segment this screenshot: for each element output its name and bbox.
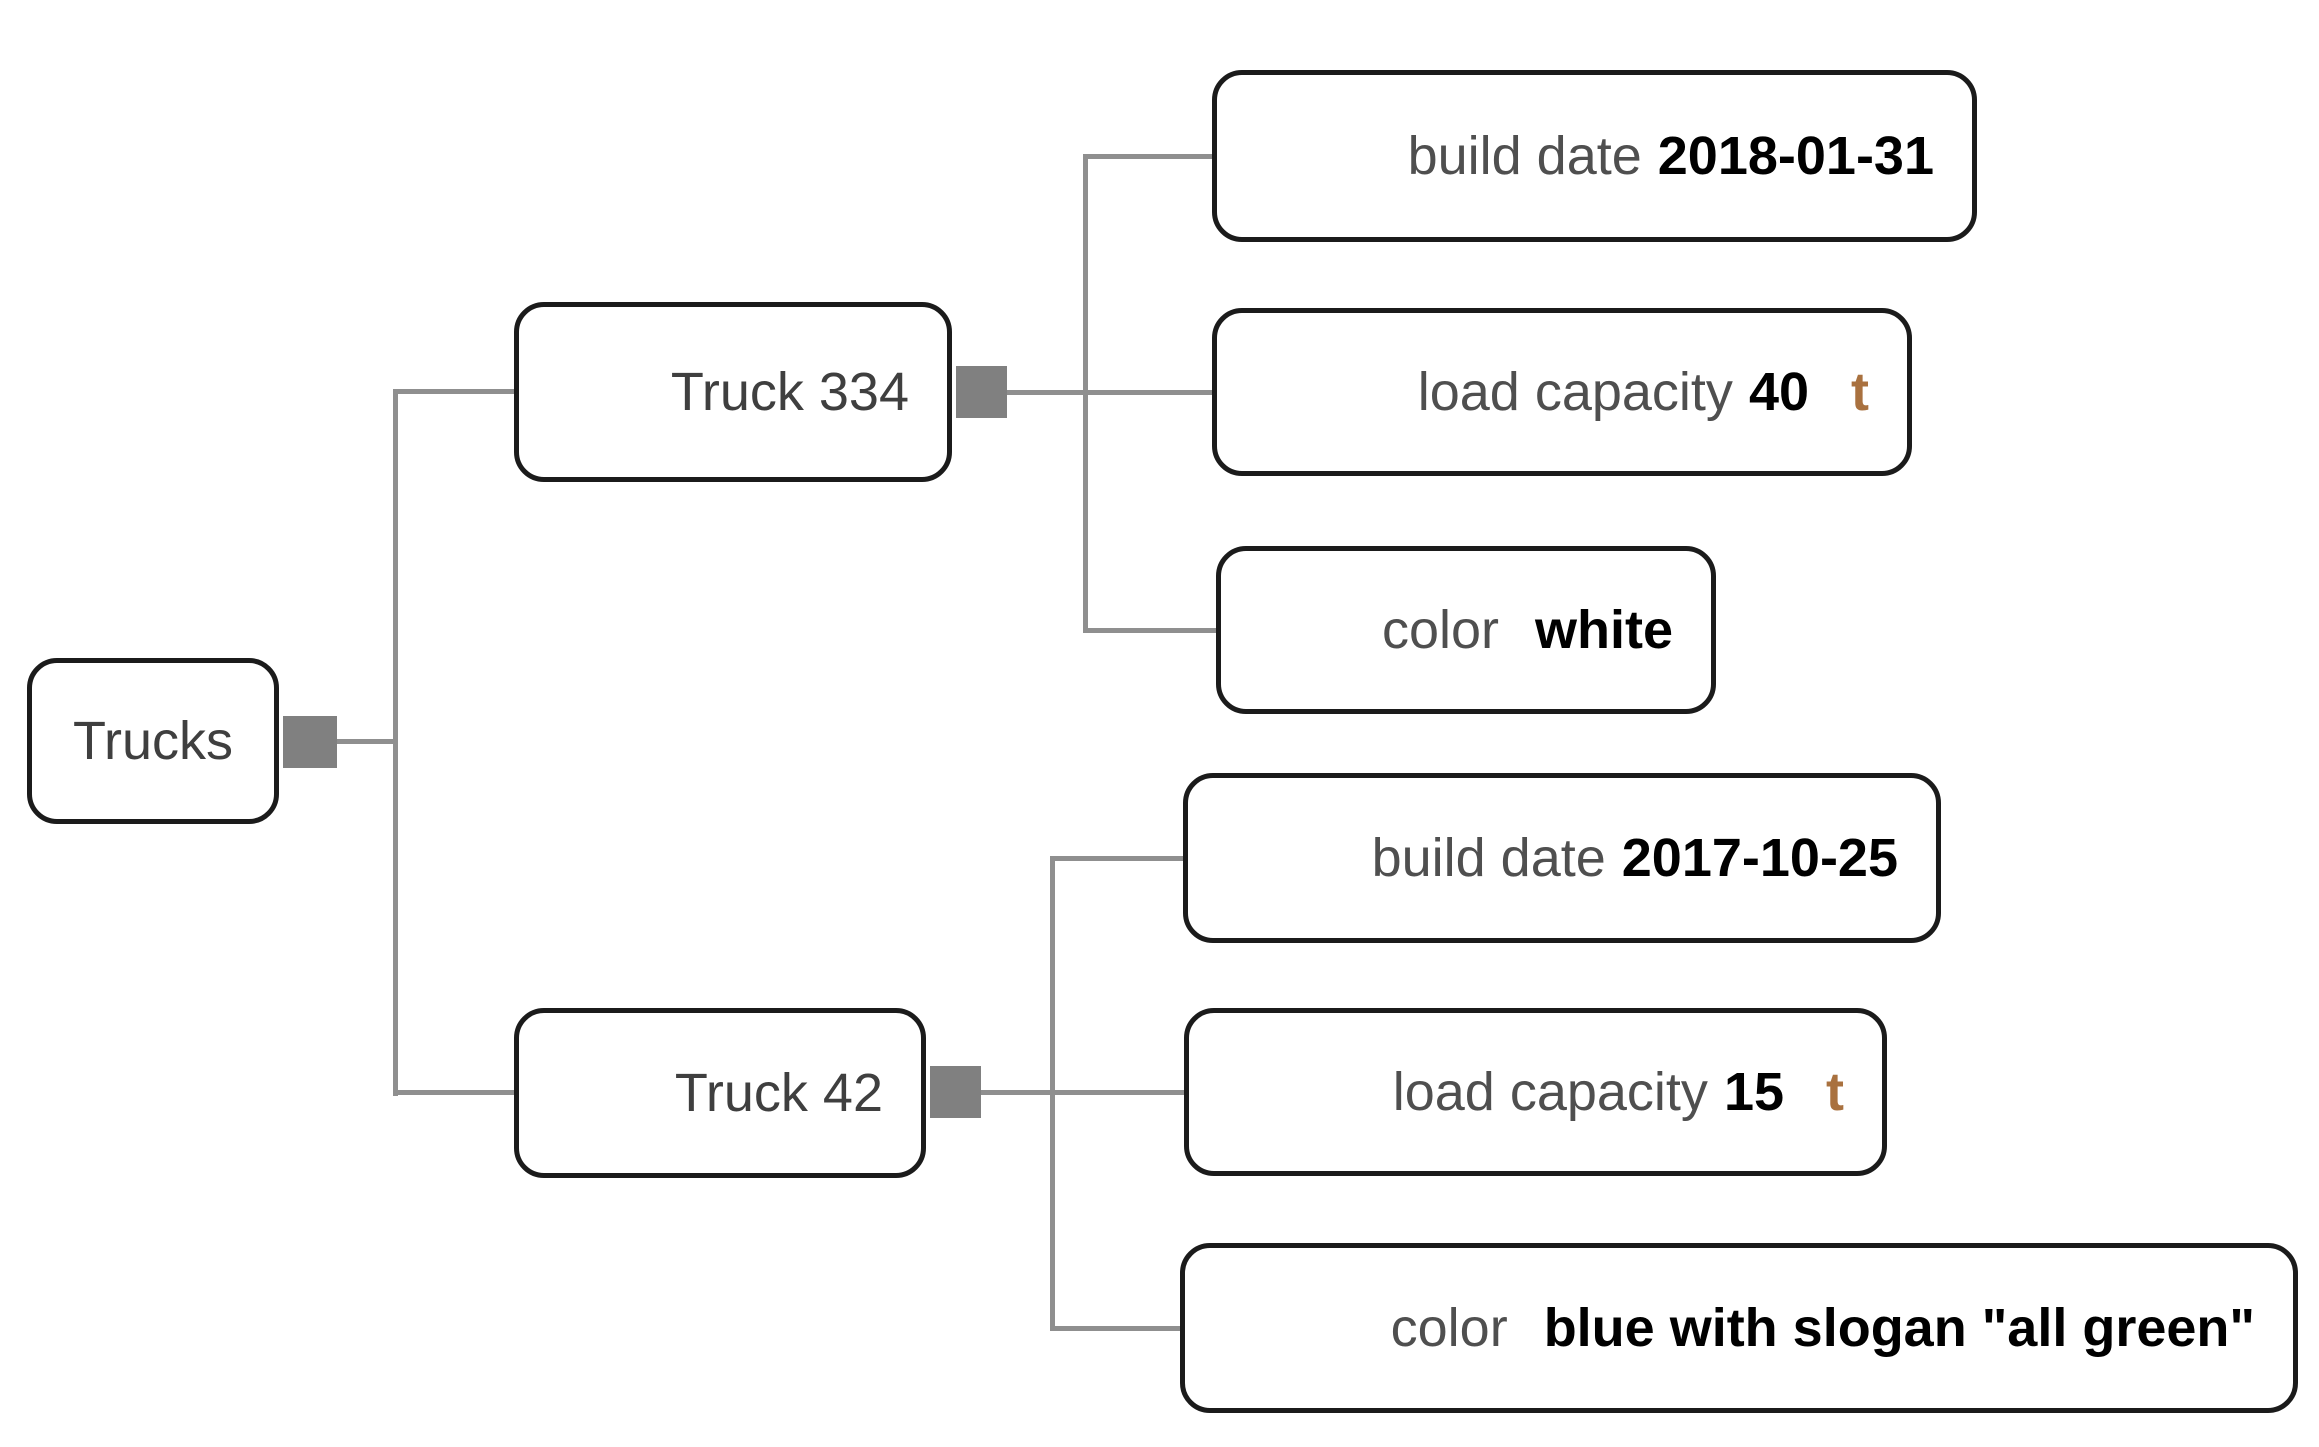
connector-line-load-capacity-42 — [1050, 1090, 1184, 1095]
connector-line-root-vertical — [393, 389, 398, 1096]
node-load-capacity-42[interactable]: load capacity 15 t — [1184, 1008, 1887, 1176]
attribute-label: load capacity — [1392, 1062, 1708, 1122]
collapse-handle-truck-334[interactable] — [956, 366, 1007, 418]
node-build-date-42[interactable]: build date 2017-10-25 — [1183, 773, 1941, 943]
node-truck-334[interactable]: Truck 334 — [514, 302, 952, 482]
connector-line-truck-334 — [393, 389, 514, 394]
connector-line-build-date-334 — [1083, 154, 1212, 159]
connector-line-color-42 — [1050, 1326, 1180, 1331]
connector-line-build-date-42 — [1050, 856, 1183, 861]
attribute-label: color — [1381, 600, 1499, 660]
connector-line-load-capacity-334 — [1083, 390, 1212, 395]
node-build-date-334[interactable]: build date 2018-01-31 — [1212, 70, 1977, 242]
node-trucks[interactable]: Trucks — [27, 658, 279, 824]
connector-line-truck-42-out — [981, 1090, 1052, 1095]
attribute-value: 15 — [1723, 1062, 1785, 1122]
attribute-unit: t — [1826, 1062, 1844, 1122]
node-color-334[interactable]: color white — [1216, 546, 1716, 714]
attribute-label: load capacity — [1417, 362, 1733, 422]
connector-line-color-334 — [1083, 628, 1216, 633]
attribute-value: white — [1534, 600, 1673, 660]
attribute-value: 40 — [1748, 362, 1810, 422]
attribute-label: color — [1390, 1298, 1508, 1358]
attribute-value: blue with slogan "all green" — [1543, 1298, 2255, 1358]
attribute-unit: t — [1851, 362, 1869, 422]
attribute-label: build date — [1407, 126, 1642, 186]
connector-line-truck-334-out — [1007, 390, 1085, 395]
node-color-42[interactable]: color blue with slogan "all green" — [1180, 1243, 2298, 1413]
connector-line-truck-42 — [393, 1090, 514, 1095]
node-truck-42[interactable]: Truck 42 — [514, 1008, 926, 1178]
attribute-value: 2018-01-31 — [1657, 126, 1934, 186]
collapse-handle-trucks[interactable] — [283, 716, 337, 768]
node-truck-334-label: Truck 334 — [670, 362, 909, 422]
node-load-capacity-334[interactable]: load capacity 40 t — [1212, 308, 1912, 476]
node-truck-42-label: Truck 42 — [674, 1063, 883, 1123]
attribute-value: 2017-10-25 — [1621, 828, 1898, 888]
collapse-handle-truck-42[interactable] — [930, 1066, 981, 1118]
attribute-label: build date — [1371, 828, 1606, 888]
node-trucks-label: Trucks — [73, 711, 233, 771]
connector-line-root — [337, 739, 395, 744]
